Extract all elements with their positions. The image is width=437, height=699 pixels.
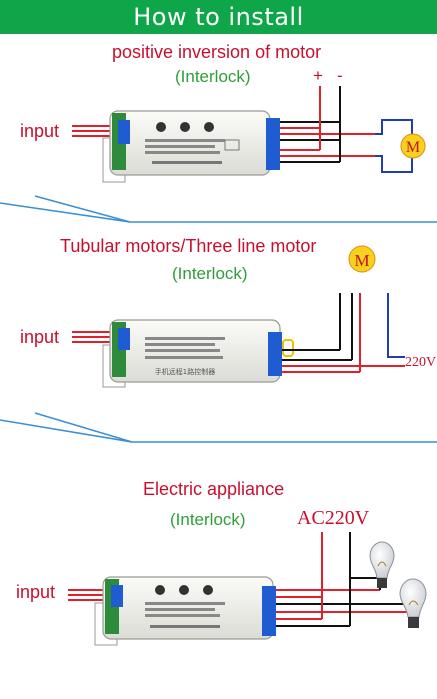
section2-voltage-label: 220V — [405, 355, 437, 370]
section-divider-2 — [0, 412, 437, 443]
section2-motor-label: M — [354, 251, 369, 270]
section3-subtitle: (Interlock) — [170, 510, 246, 529]
bulb-icon-2 — [399, 578, 427, 628]
section3-relay-module — [94, 576, 276, 646]
section3-voltage-label: AC220V — [297, 507, 370, 529]
section-divider-1 — [0, 195, 437, 223]
section2-title: Tubular motors/Three line motor — [60, 236, 317, 256]
section2-relay-module: 手机远程1路控制器 — [102, 319, 294, 388]
section2-output-wires — [282, 293, 405, 373]
section1-subtitle: (Interlock) — [175, 67, 251, 86]
section2-subtitle: (Interlock) — [172, 264, 248, 283]
section1-relay-module — [102, 110, 280, 183]
section3-title: Electric appliance — [143, 479, 285, 499]
section1-plus-label: + — [313, 66, 323, 85]
section3-output-wires — [276, 532, 411, 627]
section1-motor-label: M — [406, 139, 420, 156]
section1-title: positive inversion of motor — [112, 42, 322, 62]
section2-motor-icon: M — [348, 245, 376, 273]
bulb-icon-1 — [369, 541, 395, 588]
section1-motor-icon: M — [400, 133, 426, 159]
section1-output-wires — [280, 86, 413, 173]
header-banner: How to install — [0, 0, 437, 34]
module-label-chinese: 手机远程1路控制器 — [155, 367, 215, 376]
page-title: How to install — [133, 3, 304, 31]
section3-input-label: input — [16, 582, 56, 602]
section1-minus-label: - — [337, 66, 343, 85]
section2-input-label: input — [20, 327, 60, 347]
section1-input-label: input — [20, 121, 60, 141]
